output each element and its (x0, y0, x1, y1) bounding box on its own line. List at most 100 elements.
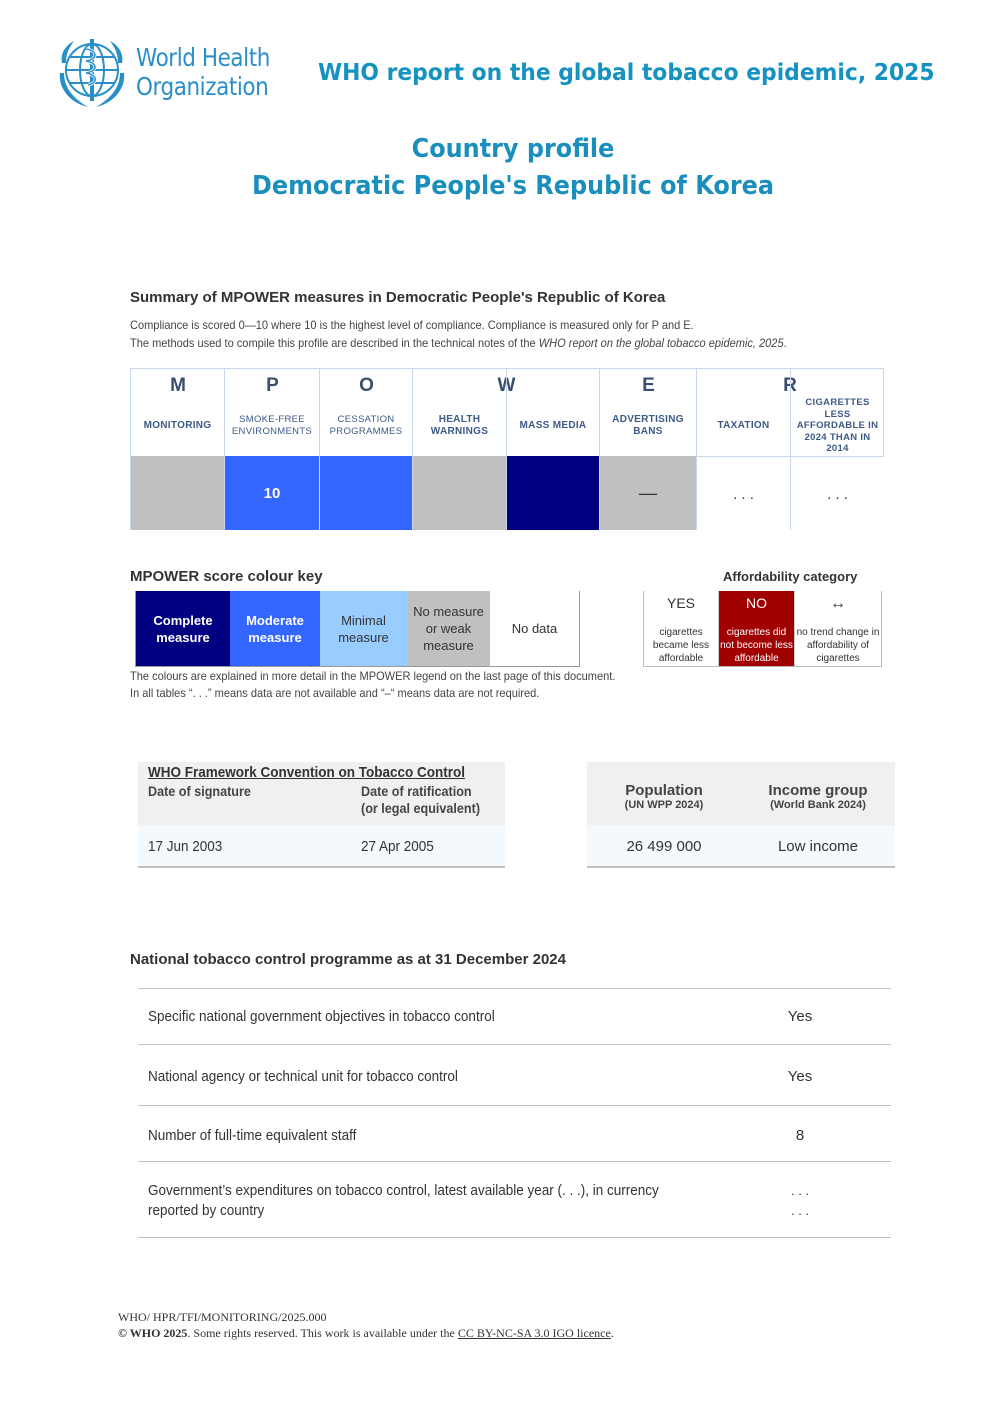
ntc-row-expenditures: Government’s expenditures on tobacco con… (138, 1161, 891, 1238)
score-value: — (639, 482, 657, 503)
ntc-heading: National tobacco control programme as at… (130, 951, 566, 968)
key-minimal: Minimal measure (320, 591, 407, 666)
fctc-table: WHO Framework Convention on Tobacco Cont… (138, 762, 505, 868)
ratification-head: Date of ratification (or legal equivalen… (361, 783, 480, 817)
ntc-value: Yes (787, 1008, 813, 1025)
col-taxation: TAXATION . . . (697, 369, 791, 531)
col-label: MONITORING (143, 420, 212, 431)
ntc-row-staff: Number of full-time equivalent staff 8 (138, 1105, 891, 1162)
col-health-warnings: HEALTH WARNINGS (413, 369, 507, 530)
org-name-line1: World Health (136, 43, 270, 72)
key-label: No measure or weak measure (413, 604, 484, 653)
letter-r: R (697, 369, 883, 397)
col-label: TAXATION (717, 420, 770, 431)
score-cell: . . . (697, 456, 790, 531)
ntc-label-line1: Government’s expenditures on tobacco con… (148, 1182, 659, 1199)
score-value: 10 (263, 484, 281, 502)
signature-date: 17 Jun 2003 (148, 838, 223, 855)
ntc-row-agency: National agency or technical unit for to… (138, 1044, 891, 1106)
key-label: No data (511, 621, 558, 636)
income-value: Low income (777, 838, 859, 855)
letter-e: E (600, 369, 697, 397)
report-title: WHO report on the global tobacco epidemi… (318, 60, 935, 86)
colours-note: The colours are explained in more detail… (130, 669, 616, 683)
aff-head: YES (666, 595, 695, 611)
mpower-summary-table: M P O W E R MONITORING SMOKE-FREE ENVIRO… (130, 368, 884, 531)
aff-desc: cigarettes became less affordable (652, 627, 710, 664)
ntc-value-line2: . . . (790, 1203, 810, 1218)
col-cessation: CESSATION PROGRAMMES (320, 369, 413, 530)
score-cell (413, 456, 506, 530)
letter-p-text: P (266, 375, 279, 396)
divider (790, 397, 791, 456)
letter-r-text: R (783, 375, 797, 396)
aff-desc: no trend change in affordability of ciga… (796, 627, 880, 664)
ntc-label: National agency or technical unit for to… (148, 1068, 458, 1085)
symbols-note: In all tables “. . .” means data are not… (130, 686, 540, 700)
population-head: Population (UN WPP 2024) (587, 782, 741, 811)
col-affordability: CIGARETTES LESS AFFORDABLE IN 2024 THAN … (791, 369, 884, 531)
income-head-label: Income group (768, 782, 868, 799)
key-label: Moderate measure (246, 612, 304, 645)
aff-head: NO (746, 595, 767, 611)
ntc-value: . . . . . . (750, 1181, 850, 1221)
ntc-label: Number of full-time equivalent staff (148, 1127, 357, 1144)
aff-no: NO cigarettes did not become less afford… (719, 591, 795, 666)
letter-m: M (131, 369, 225, 397)
col-label: CIGARETTES LESS AFFORDABLE IN 2024 THAN … (796, 397, 879, 455)
who-wordmark: World Health Organization (136, 43, 270, 101)
copyright-end: . (610, 1326, 614, 1340)
copyright-holder: © WHO 2025 (118, 1326, 188, 1340)
col-label: ADVERTISING BANS (612, 414, 684, 437)
org-name-line2: Organization (136, 72, 269, 101)
aff-no-trend: ↔ no trend change in affordability of ci… (795, 591, 881, 666)
ntc-row-objectives: Specific national government objectives … (138, 988, 891, 1045)
col-label: HEALTH WARNINGS (430, 414, 489, 437)
ratification-date: 27 Apr 2005 (361, 838, 434, 855)
document-code: WHO/ HPR/TFI/MONITORING/2025.000 (118, 1310, 327, 1324)
col-smoke-free: SMOKE-FREE ENVIRONMENTS 10 (225, 369, 320, 530)
key-no-measure: No measure or weak measure (407, 591, 490, 666)
population-source: (UN WPP 2024) (624, 799, 704, 811)
ntc-label: Government’s expenditures on tobacco con… (148, 1181, 659, 1221)
ratification-head-line2: (or legal equivalent) (361, 800, 481, 816)
col-label: CESSATION PROGRAMMES (329, 414, 403, 437)
score-cell: 10 (225, 456, 319, 530)
col-advertising-bans: ADVERTISING BANS — (600, 369, 697, 530)
letter-m-text: M (170, 375, 186, 396)
score-cell (507, 456, 599, 530)
score-cell: — (600, 456, 696, 530)
population-table: Population (UN WPP 2024) Income group (W… (587, 762, 895, 868)
letter-o-text: O (359, 375, 374, 396)
ntc-label-line2: reported by country (148, 1202, 265, 1219)
affordability-heading: Affordability category (723, 569, 858, 584)
fctc-row-bg (138, 825, 505, 868)
who-logo: World Health Organization (52, 33, 292, 113)
signature-head: Date of signature (148, 783, 251, 799)
score-cell (320, 456, 412, 530)
pop-header-bg (587, 762, 895, 825)
who-emblem-icon (59, 39, 125, 107)
col-label: MASS MEDIA (519, 420, 587, 431)
key-moderate: Moderate measure (230, 591, 320, 666)
population-head-label: Population (625, 782, 703, 799)
country-name: Democratic People's Republic of Korea (251, 171, 775, 201)
key-label: Minimal measure (338, 612, 389, 645)
letter-e-text: E (642, 375, 655, 396)
summary-heading: Summary of MPOWER measures in Democratic… (130, 289, 666, 306)
ratification-head-line1: Date of ratification (361, 783, 472, 799)
key-complete: Complete measure (136, 591, 230, 666)
score-cell: . . . (791, 456, 884, 531)
ntc-value: 8 (795, 1127, 805, 1144)
income-head: Income group (World Bank 2024) (741, 782, 895, 811)
aff-desc: cigarettes did not become less affordabl… (720, 627, 793, 664)
colour-key-heading: MPOWER score colour key (130, 568, 323, 585)
divider (506, 397, 507, 456)
copyright-text: . Some rights reserved. This work is ava… (187, 1326, 458, 1340)
methods-note: The methods used to compile this profile… (130, 336, 787, 350)
licence-link[interactable]: CC BY-NC-SA 3.0 IGO licence (457, 1326, 611, 1340)
ntc-label: Specific national government objectives … (148, 1008, 495, 1025)
compliance-note: Compliance is scored 0—10 where 10 is th… (130, 318, 694, 332)
fctc-header-bg (138, 762, 505, 825)
left-right-arrow-icon: ↔ (830, 595, 846, 612)
